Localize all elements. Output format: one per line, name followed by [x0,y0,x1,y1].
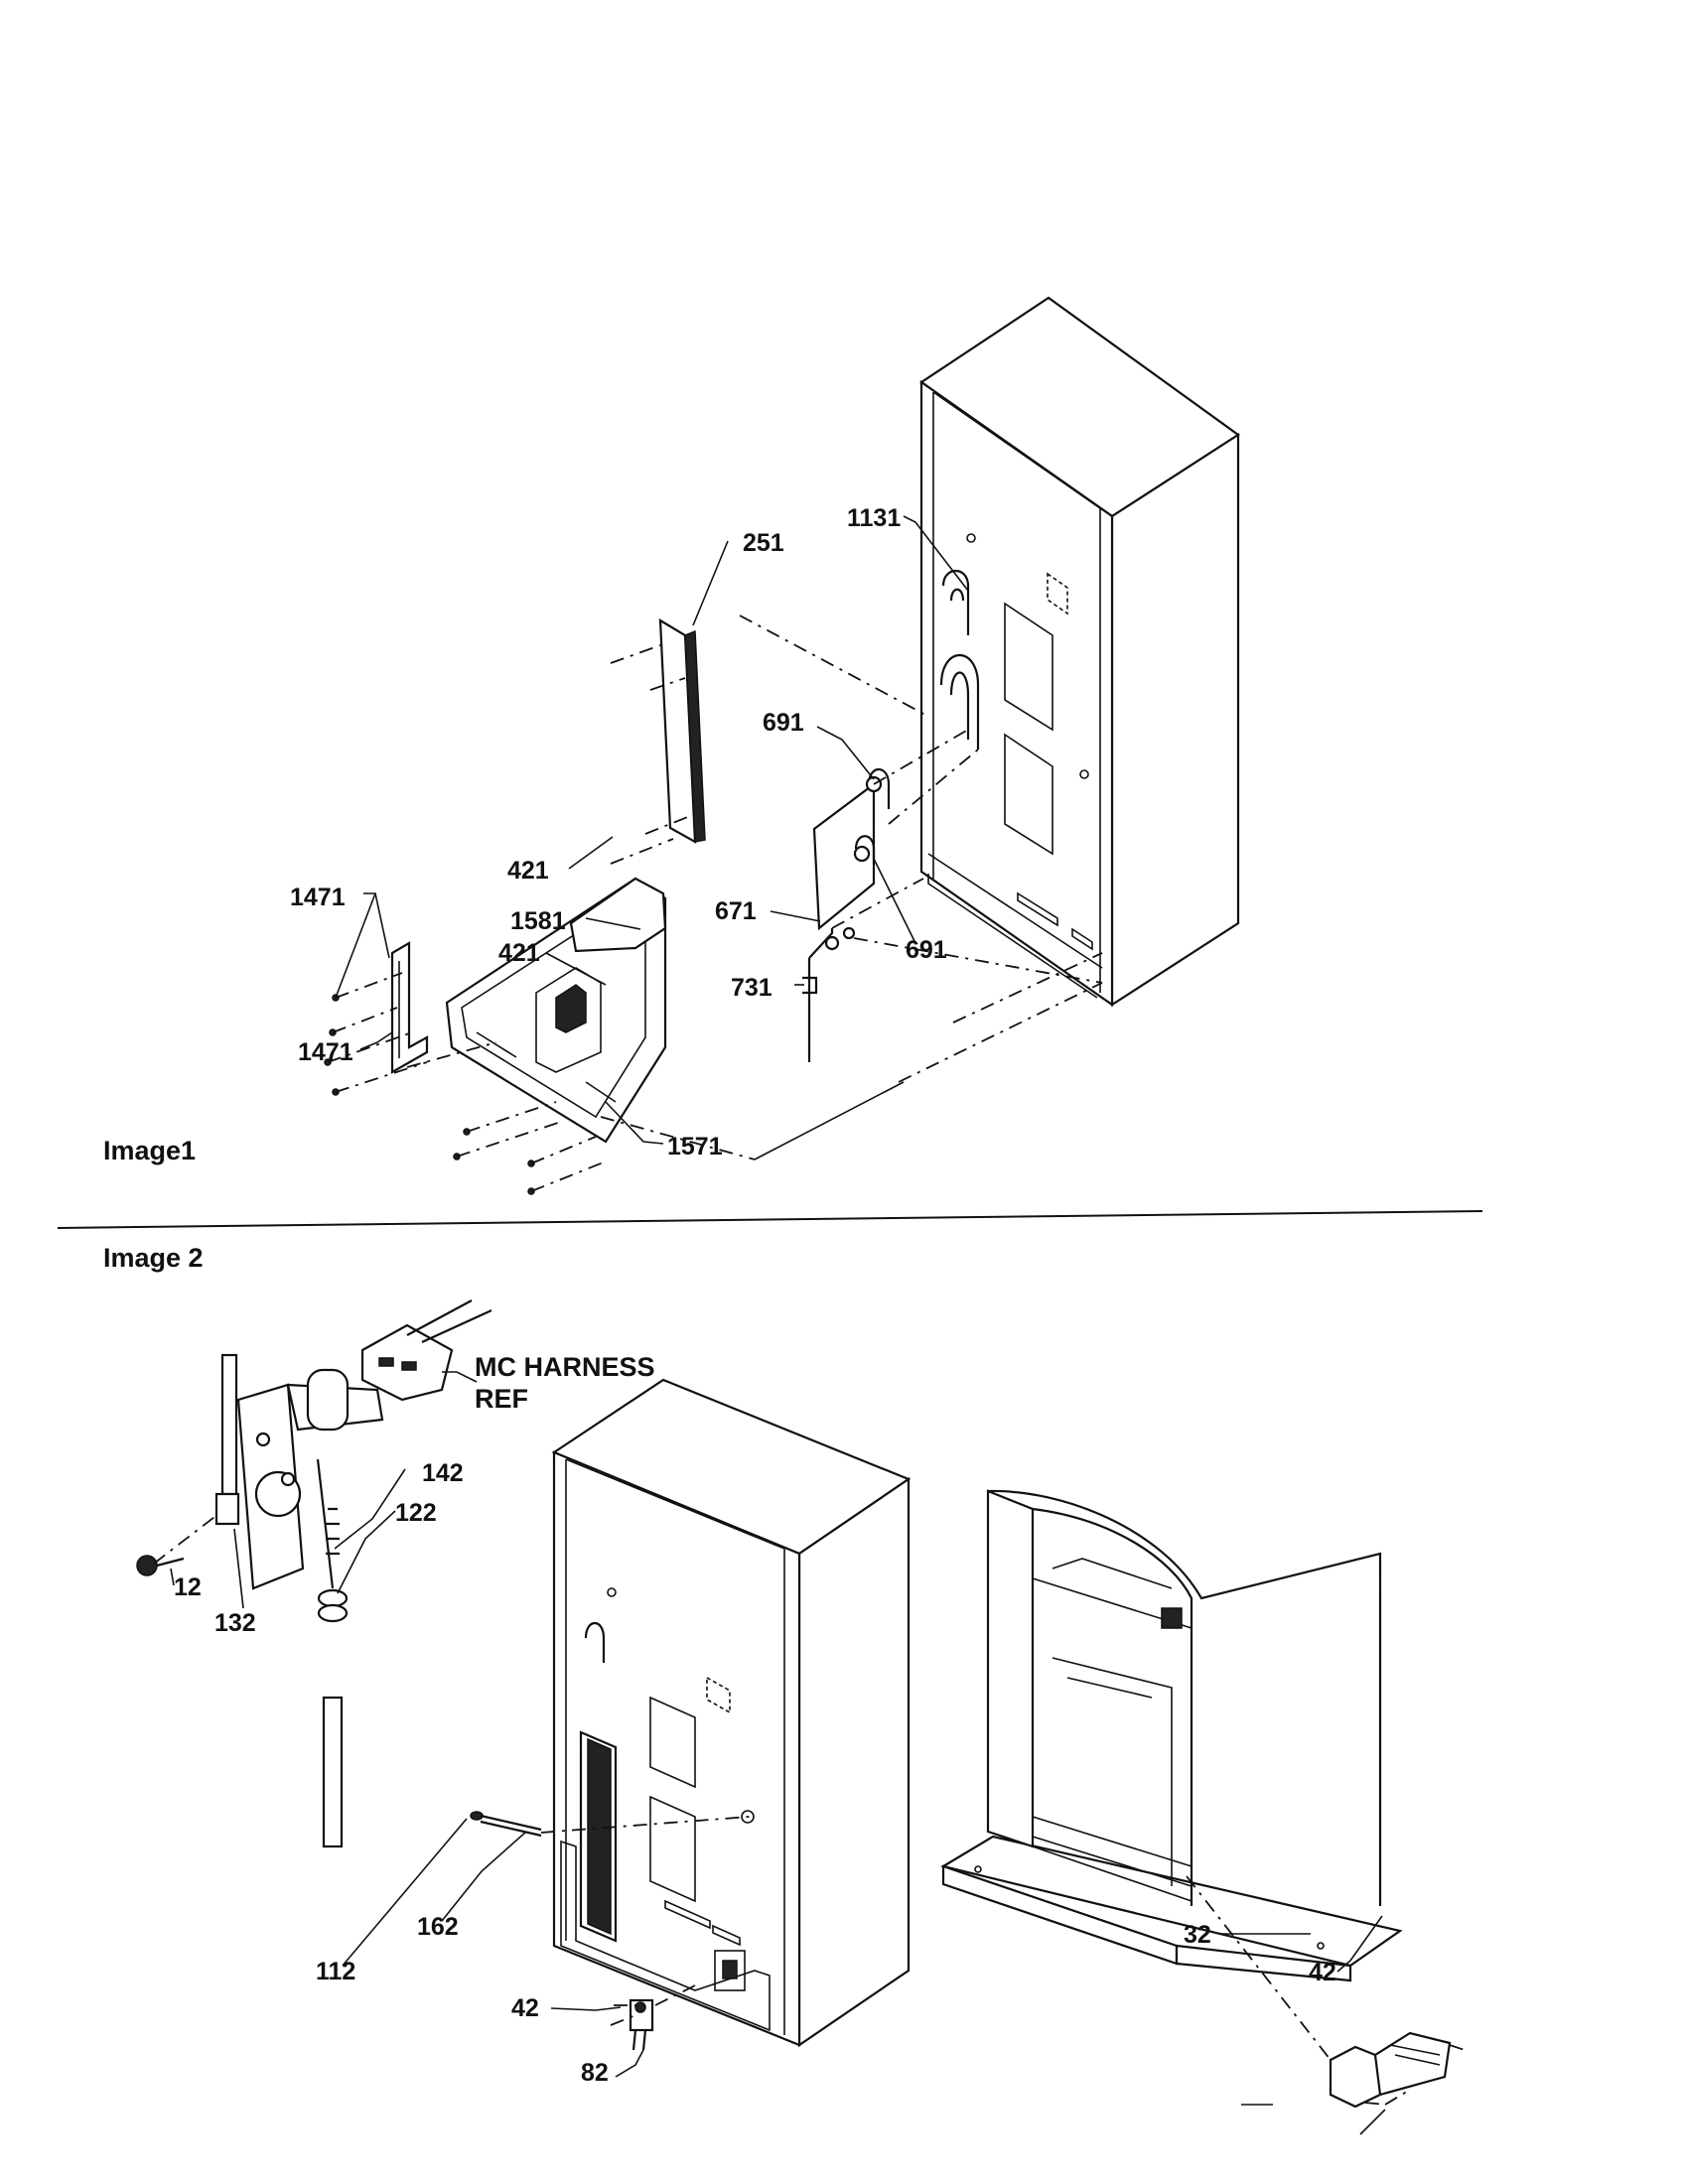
callout-691-upper: 691 [763,709,804,737]
leaders-image2 [170,1371,1386,2135]
callout-251: 251 [743,529,784,557]
callout-112: 112 [316,1958,355,1985]
callout-421-lower: 421 [498,939,540,967]
screws-image1 [324,994,535,1195]
caption-image2: Image 2 [103,1243,204,1273]
section-divider [57,1210,1483,1229]
harness-label-line2: REF [475,1384,528,1414]
callout-1471-upper: 1471 [290,884,346,911]
image1-group: 1131 251 691 421 671 691 1471 1581 421 7… [103,296,1240,1195]
cabinet-image1 [919,296,1240,1008]
callout-82: 82 [581,2059,609,2087]
callout-1571: 1571 [667,1133,723,1160]
callout-421-upper: 421 [507,857,549,885]
callout-42-right: 42 [1309,1959,1336,1986]
callout-32: 32 [1184,1921,1211,1949]
cabinet-image2 [551,1378,912,2048]
assembly-lines-image1 [327,614,1103,1192]
leaders-image1 [335,515,969,1160]
callout-142: 142 [422,1459,464,1487]
water-valve-assembly [136,1353,384,1848]
part-671-bracket [812,767,891,931]
callout-12: 12 [174,1573,202,1601]
callouts-image1: 1131 251 691 421 671 691 1471 1581 421 7… [290,504,947,1160]
part-162-pin [470,1811,542,1838]
part-82-bracket [629,1998,654,2051]
part-32-motor [1329,2031,1452,2109]
harness-label-line1: MC HARNESS [475,1352,655,1382]
callout-42-lower: 42 [511,1994,539,2022]
callout-1581: 1581 [510,907,566,935]
assembly-lines-image2 [153,1513,1466,2106]
callout-1131: 1131 [847,504,901,532]
callouts-image2: 142 122 12 132 112 162 42 82 32 42 [174,1459,1336,2087]
caption-image1: Image1 [103,1136,196,1165]
part-1471-bracket [390,941,429,1074]
mc-harness-plug [360,1299,492,1402]
callout-122: 122 [395,1499,437,1527]
image2-group: Image 2 [103,1243,1466,2135]
callout-691-lower: 691 [906,936,947,964]
callout-132: 132 [214,1609,256,1637]
callout-1471-lower: 1471 [298,1038,353,1066]
callout-162: 162 [417,1913,459,1941]
harness-reference-label: MC HARNESS REF [475,1352,655,1414]
callout-671: 671 [715,897,757,925]
part-251-panel [658,617,706,844]
cover-assembly-1571 [445,877,667,1144]
dispenser-frame [940,1489,1403,1982]
part-731-wire [802,926,856,1062]
callout-731: 731 [731,974,772,1002]
